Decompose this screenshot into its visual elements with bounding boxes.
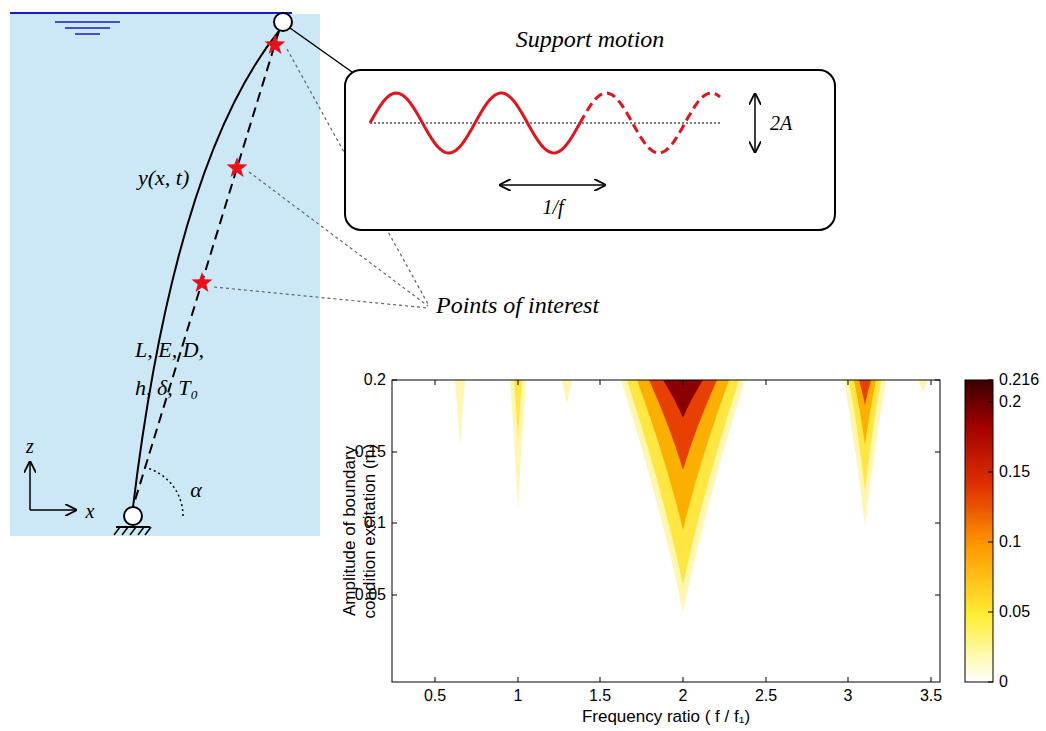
colorbar-label: 0.216 — [999, 371, 1039, 389]
plot-ticks — [392, 380, 940, 682]
colorbar-label: 0 — [999, 673, 1008, 691]
plot-frame — [392, 380, 940, 682]
callout-box — [345, 70, 835, 230]
parameter-label: L, E, D, — [135, 337, 204, 362]
colorbar — [965, 380, 993, 682]
tick — [518, 677, 519, 682]
period-arrow — [500, 184, 605, 186]
point-marker — [192, 272, 213, 292]
axis-name: z — [26, 435, 34, 458]
tick — [683, 380, 684, 385]
undeformed-axis — [133, 31, 279, 507]
tick — [392, 523, 397, 524]
heatmap-region — [854, 380, 876, 445]
tick — [392, 380, 397, 381]
tick — [518, 380, 519, 385]
heatmap-region — [663, 380, 703, 418]
heatmap-region — [510, 380, 526, 510]
water — [10, 14, 320, 536]
z-axis — [29, 462, 31, 510]
ground — [116, 526, 150, 528]
tick-label: 3.5 — [920, 687, 942, 705]
water-surface — [10, 12, 292, 14]
callout-label: Points of interest — [436, 292, 599, 320]
tick — [435, 677, 436, 682]
point-marker — [265, 34, 286, 54]
sine-wave-continued — [580, 93, 720, 153]
axis-name: x — [86, 500, 95, 523]
heatmap-region — [621, 380, 745, 612]
bottom-pin — [124, 507, 142, 525]
tick-label: 0.5 — [424, 687, 446, 705]
tick — [600, 380, 601, 385]
sine-wave — [370, 93, 580, 153]
tick-label: 0.2 — [364, 371, 386, 389]
heatmap-regions — [455, 380, 928, 612]
heatmap-region — [859, 380, 871, 405]
amplitude-arrow — [754, 94, 756, 152]
colorbar-label: 0.15 — [999, 463, 1030, 481]
angle-label: α — [190, 477, 202, 502]
callout-box: Support motion — [345, 70, 835, 230]
tick-label: 1.5 — [589, 687, 611, 705]
x-axis — [30, 509, 76, 511]
tick — [392, 452, 397, 453]
ground-hatch — [114, 527, 151, 535]
heatmap-region — [562, 380, 572, 405]
colorbar-ticks — [988, 380, 993, 682]
axis-title: Frequency ratio ( f / f₁) — [582, 707, 750, 727]
tick — [683, 677, 684, 682]
heatmap-region — [514, 380, 522, 440]
tick — [766, 677, 767, 682]
heatmap-region — [844, 380, 886, 527]
callout-line — [290, 28, 352, 72]
tick — [766, 380, 767, 385]
colorbar-label: 0.2 — [999, 393, 1021, 411]
tick-label: 1 — [514, 687, 523, 705]
tick — [935, 595, 940, 596]
water-mark — [65, 27, 110, 29]
heatmap-region — [849, 380, 881, 490]
heatmap-region — [649, 380, 717, 470]
variable-label: y(x, t) — [138, 165, 189, 190]
water-mark — [75, 33, 100, 35]
tick — [600, 677, 601, 682]
tick — [848, 677, 849, 682]
tick-label: 2 — [679, 687, 688, 705]
angle-arc — [148, 468, 183, 516]
tick-label: 0.15 — [355, 443, 386, 461]
tick — [935, 523, 940, 524]
colorbar-label: 0.1 — [999, 533, 1021, 551]
tick-label: 3 — [844, 687, 853, 705]
tick — [848, 380, 849, 385]
plot-ground — [392, 380, 940, 682]
colorbar-label: 0.05 — [999, 603, 1030, 621]
deformed-riser — [133, 31, 279, 507]
tick — [435, 380, 436, 385]
tick-label: 2.5 — [755, 687, 777, 705]
heatmap-region — [637, 380, 729, 530]
box-heading: Support motion — [345, 26, 835, 53]
heatmap-region — [918, 380, 928, 392]
tick-label: 0.1 — [364, 514, 386, 532]
amplitude-label: 2A — [770, 112, 792, 135]
tick — [392, 595, 397, 596]
parameter-label: h, δ, T₀ — [135, 375, 198, 400]
top-pin — [274, 13, 292, 31]
tick-label: 0.05 — [355, 586, 386, 604]
tick — [935, 380, 940, 381]
tick — [931, 677, 932, 682]
water-mark — [55, 21, 120, 23]
heatmap-region — [455, 380, 465, 448]
point-marker — [227, 157, 248, 177]
tick — [935, 452, 940, 453]
tick — [931, 380, 932, 385]
heatmap-region — [627, 380, 739, 585]
period-label: 1/f — [542, 196, 563, 219]
